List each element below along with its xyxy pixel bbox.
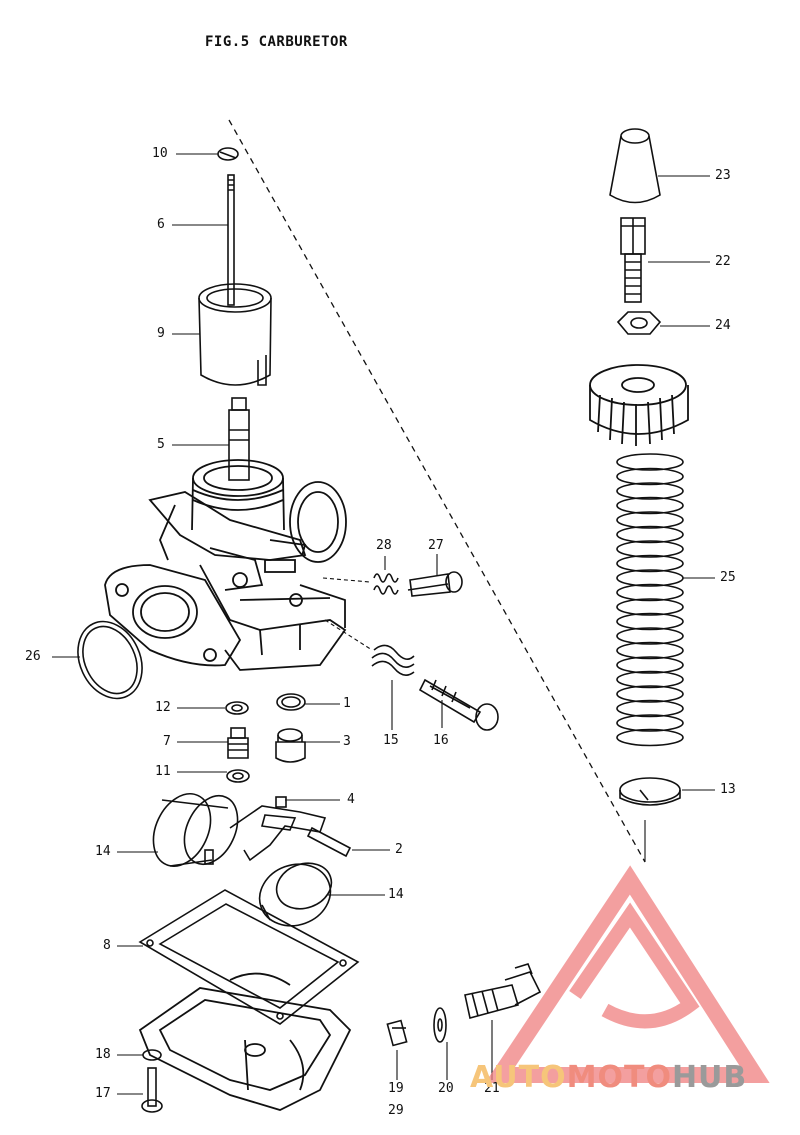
callout-14-left: 14 [95,844,111,859]
spring-coil [616,540,684,558]
part-26-o-ring [77,620,143,700]
spring-coil [616,569,684,587]
spring-coil [616,685,684,703]
watermark-moto: MOTO [566,1060,672,1095]
spring-coil [616,714,684,732]
part-1-washer [276,693,306,711]
watermark-logo [485,865,770,1083]
carburetor-body [104,459,347,671]
part-22-adjuster [620,217,646,303]
part-19-jet [386,1019,408,1047]
part-4-float-arm [229,796,327,862]
callout-20: 20 [438,1081,454,1096]
callout-4: 4 [347,792,355,807]
part-8-gasket [138,889,360,1025]
float-chamber [138,972,352,1111]
callout-3: 3 [343,734,351,749]
spring-coil [616,598,684,616]
callout-1: 1 [343,696,351,711]
part-15-spring [371,644,415,676]
callout-28: 28 [376,538,392,553]
spring-coil [616,728,684,747]
callout-2: 2 [395,842,403,857]
callout-27: 27 [428,538,444,553]
part-14-float-left [152,793,239,867]
spring-coil [616,453,684,471]
part-27-screw [407,571,463,597]
part-3-main-jet [275,728,306,763]
part-28-spring [373,573,399,595]
spring-coil [616,656,684,674]
spring-coil [616,467,684,486]
callout-13: 13 [720,782,736,797]
part-23-cap [609,128,661,204]
part-24-nut [616,311,662,335]
spring-coil [616,641,684,660]
watermark-auto: AUTO [470,1060,567,1095]
callout-12: 12 [155,700,171,715]
spring-coil [616,482,684,500]
callout-17: 17 [95,1086,111,1101]
callout-10: 10 [152,146,168,161]
callout-23: 23 [715,168,731,183]
part-5-needle-jet [228,397,250,481]
part-7-pilot-jet [227,727,249,759]
callout-8: 8 [103,938,111,953]
part-25-spring [616,453,684,747]
part-20-washer [433,1007,447,1043]
callout-18: 18 [95,1047,111,1062]
assembly-dash-line [228,119,646,863]
callout-24: 24 [715,318,731,333]
callout-16: 16 [433,733,449,748]
callout-19: 19 [388,1081,404,1096]
watermark-text: AUTOMOTOHUB [470,1060,747,1095]
spring-coil [616,612,684,631]
part-6-needle [227,174,235,306]
callout-25: 25 [720,570,736,585]
callout-7: 7 [163,734,171,749]
callout-9: 9 [157,326,165,341]
part-13-plate [619,777,681,806]
part-2-pin [306,826,352,858]
spring-coil [616,627,684,645]
spring-coil [616,525,684,544]
spring-coil [616,511,684,529]
spring-coil [616,670,684,689]
part-12-washer [225,701,249,715]
part-9-throttle-valve [198,283,272,386]
callout-14-right: 14 [388,887,404,902]
spring-coil [616,496,684,515]
part-21-bolt [464,963,542,1019]
callout-26: 26 [25,649,41,664]
callout-11: 11 [155,764,171,779]
leader-lines [52,153,715,1095]
part-11-washer [226,769,250,783]
callout-5: 5 [157,437,165,452]
part-16-air-screw [418,678,499,731]
callout-15: 15 [383,733,399,748]
spring-coil [616,699,684,718]
spring-coil [616,554,684,573]
callout-22: 22 [715,254,731,269]
callout-21: 21 [484,1081,500,1096]
part-10-clip [217,147,239,161]
callout-6: 6 [157,217,165,232]
watermark-hub: HUB [671,1060,748,1095]
callout-29: 29 [388,1103,404,1118]
spring-coil [616,583,684,602]
mixing-chamber-top [589,364,689,446]
part-17-screw [141,1067,163,1113]
figure-title: FIG.5 CARBURETOR [205,34,348,50]
